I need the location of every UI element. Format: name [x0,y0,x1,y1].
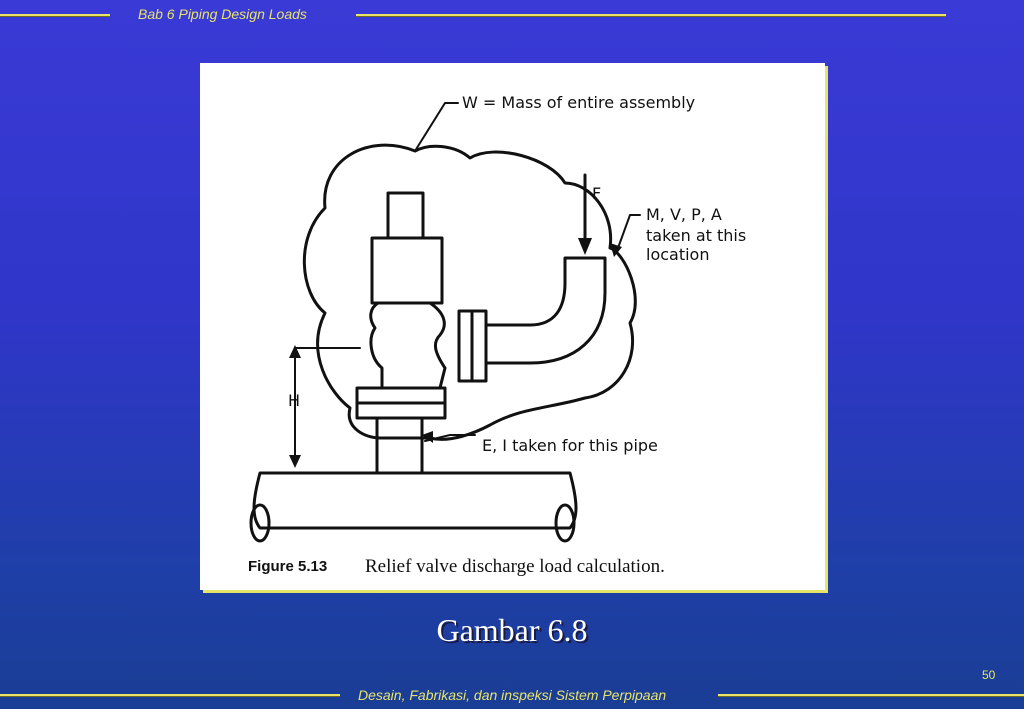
label-f: F [592,184,601,203]
page-number: 50 [982,668,996,682]
label-h: H [288,391,300,410]
footer-title: Desain, Fabrikasi, dan inspeksi Sistem P… [358,687,667,703]
label-mvpa-line3: location [646,245,709,264]
figure-caption-number: Figure 5.13 [248,558,327,575]
label-mvpa-line2: taken at this [646,226,746,245]
footer-line-left [0,694,340,696]
slide-caption: Gambar 6.8 [436,612,588,648]
figure-caption-text: Relief valve discharge load calculation. [365,556,665,577]
label-mvpa-line1: M, V, P, A [646,205,722,224]
header-line-right [356,14,946,16]
valve-bonnet [370,236,444,305]
leader-arrow-mvpa [610,243,622,257]
force-arrow-head [578,238,592,255]
assembly-boundary-cloud [302,143,637,441]
outlet-elbow [484,256,607,365]
leader-arrow-ei [422,431,433,443]
relief-valve-diagram: W = Mass of entire assembly F M, V, P, A… [248,93,746,577]
inlet-branch-pipe [375,416,424,475]
h-arrow-top [289,345,301,358]
label-w: W = Mass of entire assembly [462,93,695,112]
figure-panel: W = Mass of entire assembly F M, V, P, A… [200,63,825,590]
valve-body [369,301,447,390]
valve-cap [386,191,425,240]
label-ei: E, I taken for this pipe [482,436,658,455]
header-pipe [252,471,578,530]
header-title: Bab 6 Piping Design Loads [138,6,307,22]
header-pipe-right-end [554,503,576,543]
footer-line-right [718,694,1024,696]
header-pipe-left-end [249,503,271,543]
header-line-left [0,14,110,16]
h-arrow-bottom [289,455,301,468]
